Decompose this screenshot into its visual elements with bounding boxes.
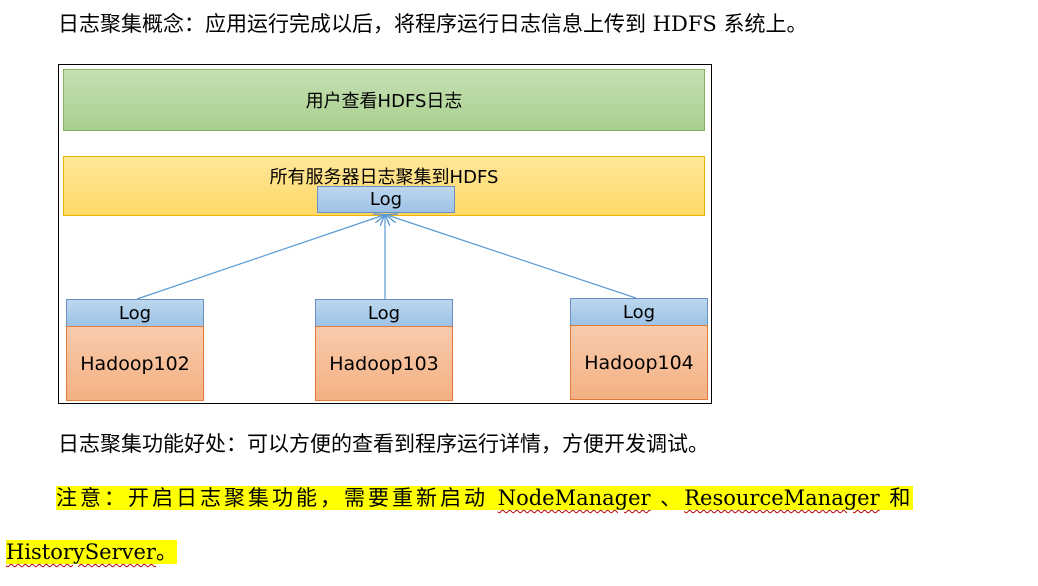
note-sep-1: 、 <box>650 486 685 510</box>
node-box-hadoop102: Hadoop102 <box>66 326 204 401</box>
service-resourcemanager: ResourceManager <box>684 486 880 510</box>
service-nodemanager: NodeManager <box>497 486 651 510</box>
benefit-paragraph: 日志聚集功能好处：可以方便的查看到程序运行详情，方便开发调试。 <box>58 432 709 456</box>
node-log-box: Log <box>315 299 453 327</box>
node-log-box: Log <box>66 299 204 327</box>
node-box-hadoop103: Hadoop103 <box>315 326 453 401</box>
aggregated-log-label: Log <box>369 189 403 210</box>
note-sep-2: 和 <box>879 486 914 510</box>
note-highlight-continued: HistoryServer。 <box>6 540 177 564</box>
user-view-hdfs-label: 用户查看HDFS日志 <box>305 91 463 112</box>
aggregate-to-hdfs-label: 所有服务器日志聚集到HDFS <box>269 167 499 188</box>
node-name: Hadoop102 <box>80 352 190 375</box>
node-name: Hadoop103 <box>329 352 439 375</box>
note-paragraph: 注意：开启日志聚集功能，需要重新启动 NodeManager 、Resource… <box>56 484 914 512</box>
node-name: Hadoop104 <box>584 351 694 374</box>
node-log-label: Log <box>622 301 656 323</box>
note-prefix: 注意：开启日志聚集功能，需要重新启动 <box>56 486 498 510</box>
aggregated-log-box: Log <box>317 186 455 213</box>
note-end: 。 <box>155 540 177 564</box>
log-aggregation-diagram: 用户查看HDFS日志 所有服务器日志聚集到HDFS Log Log Hadoop… <box>58 64 712 404</box>
service-historyserver: HistoryServer <box>6 540 156 564</box>
note-highlight: 注意：开启日志聚集功能，需要重新启动 NodeManager 、Resource… <box>56 486 914 510</box>
note-paragraph-continued: HistoryServer。 <box>6 538 177 566</box>
node-log-box: Log <box>570 298 708 326</box>
arrow-hadoop102 <box>136 215 384 300</box>
node-log-label: Log <box>367 302 401 324</box>
node-box-hadoop104: Hadoop104 <box>570 325 708 400</box>
arrow-hadoop104 <box>387 215 637 299</box>
node-log-label: Log <box>118 302 152 324</box>
intro-paragraph: 日志聚集概念：应用运行完成以后，将程序运行日志信息上传到 HDFS 系统上。 <box>58 12 808 36</box>
user-view-hdfs-box: 用户查看HDFS日志 <box>63 69 705 131</box>
